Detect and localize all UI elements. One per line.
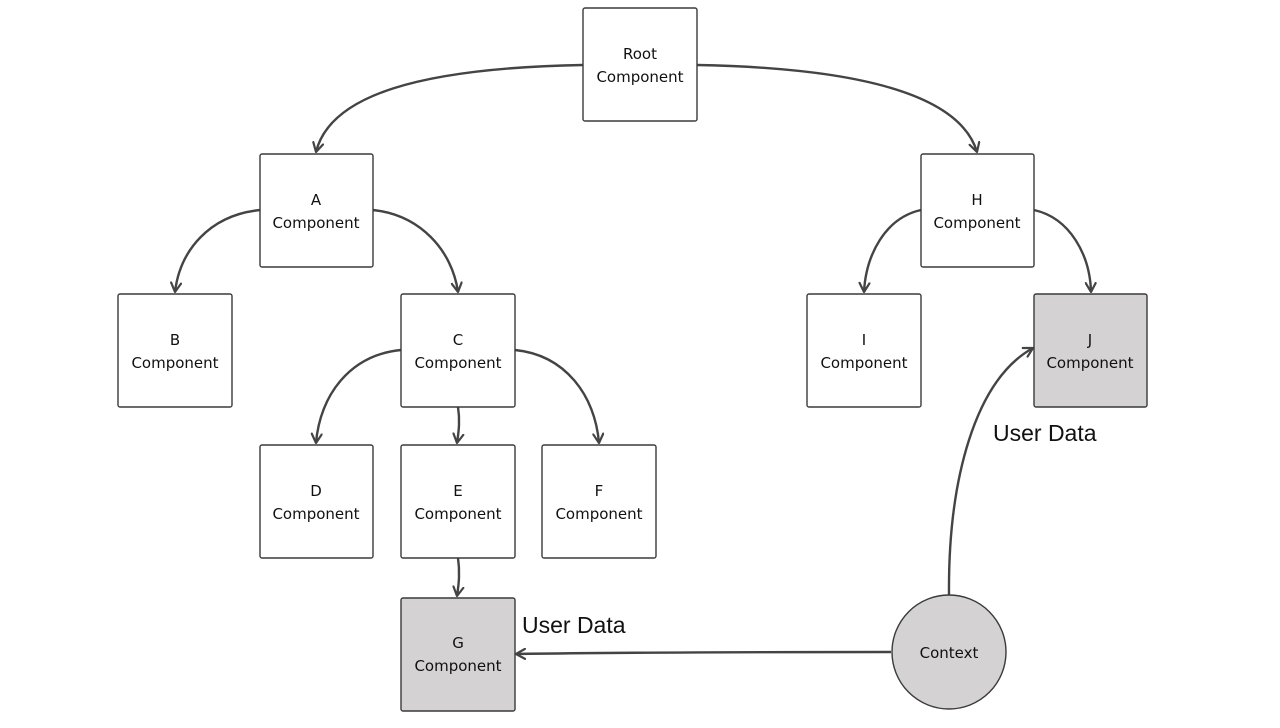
- edge-c-to-f: [514, 348, 599, 443]
- node-i-subtitle: Component: [820, 354, 907, 372]
- node-f: F Component: [541, 444, 657, 559]
- edge-a-to-b: [175, 208, 261, 292]
- node-f-subtitle: Component: [555, 505, 642, 523]
- node-d: D Component: [259, 444, 374, 559]
- node-j: J Component: [1033, 293, 1148, 408]
- edge-label-context-to-g: User Data: [522, 612, 626, 638]
- node-g-subtitle: Component: [414, 657, 501, 675]
- node-context: Context: [891, 594, 1007, 710]
- edges: [175, 63, 1091, 654]
- edge-root-to-h: [696, 63, 977, 152]
- edge-c-to-e: [457, 406, 459, 443]
- edge-root-to-a: [316, 63, 584, 152]
- node-root: Root Component: [582, 7, 698, 122]
- node-i-title: I: [862, 331, 866, 349]
- node-f-title: F: [595, 482, 604, 500]
- node-e-subtitle: Component: [414, 505, 501, 523]
- node-c: C Component: [400, 293, 516, 408]
- node-c-title: C: [453, 331, 463, 349]
- node-e: E Component: [400, 444, 516, 559]
- edge-context-to-g: [516, 652, 892, 654]
- node-a-title: A: [311, 191, 322, 209]
- node-g-title: G: [452, 634, 464, 652]
- edge-label-context-to-j: User Data: [993, 420, 1097, 446]
- edge-h-to-j: [1033, 208, 1091, 292]
- node-a-subtitle: Component: [272, 214, 359, 232]
- node-e-title: E: [453, 482, 462, 500]
- node-i: I Component: [806, 293, 922, 408]
- edge-h-to-i: [864, 208, 922, 292]
- node-context-label: Context: [920, 644, 979, 662]
- node-j-title: J: [1087, 331, 1092, 349]
- node-root-title: Root: [623, 45, 657, 63]
- node-b-subtitle: Component: [131, 354, 218, 372]
- edge-c-to-d: [316, 348, 402, 443]
- node-c-subtitle: Component: [414, 354, 501, 372]
- node-h-subtitle: Component: [933, 214, 1020, 232]
- node-b-title: B: [170, 331, 180, 349]
- node-h-title: H: [971, 191, 982, 209]
- node-root-subtitle: Component: [596, 68, 683, 86]
- edge-e-to-g: [457, 557, 459, 596]
- node-j-subtitle: Component: [1046, 354, 1133, 372]
- node-a: A Component: [259, 153, 374, 268]
- node-g: G Component: [400, 597, 516, 712]
- edge-context-to-j: [947, 348, 1033, 596]
- node-d-title: D: [310, 482, 322, 500]
- node-b: B Component: [117, 293, 233, 408]
- node-h: H Component: [920, 153, 1035, 268]
- node-d-subtitle: Component: [272, 505, 359, 523]
- edge-a-to-c: [372, 208, 458, 292]
